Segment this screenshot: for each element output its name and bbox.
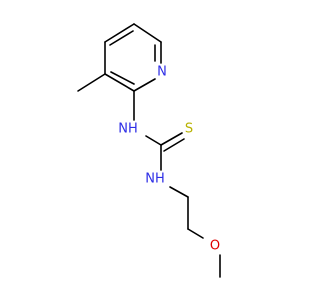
bond-c-s-double [163,138,185,152]
bond-c-s [160,132,183,146]
bond-ring-c3-c4 [104,73,135,92]
bond-ch2-to-o [187,228,204,239]
molecule-canvas: N NH S NH O [77,23,221,278]
molecule-structure: N NH S NH O [77,23,221,278]
bond-ring-c3-c4-double [110,71,135,85]
atom-label-thioamide-nh-1: NH [118,122,138,137]
pyridine-ring [104,23,162,92]
bond-ring-c1-c2-double [109,30,134,46]
atom-label-ether-o: O [210,239,220,254]
bond-nh-to-cs [145,135,162,146]
bond-ring-c4-n [133,78,156,92]
bond-ring-c1-c2 [104,23,135,43]
atom-label-thioamide-nh-2: NH [145,172,165,187]
bond-ring-c6-c1 [133,23,162,43]
bond-methyl [77,73,106,92]
bond-nh-to-ch2 [169,186,189,198]
atom-label-pyridine-n: N [157,65,167,80]
atom-label-sulfur: S [185,122,193,137]
